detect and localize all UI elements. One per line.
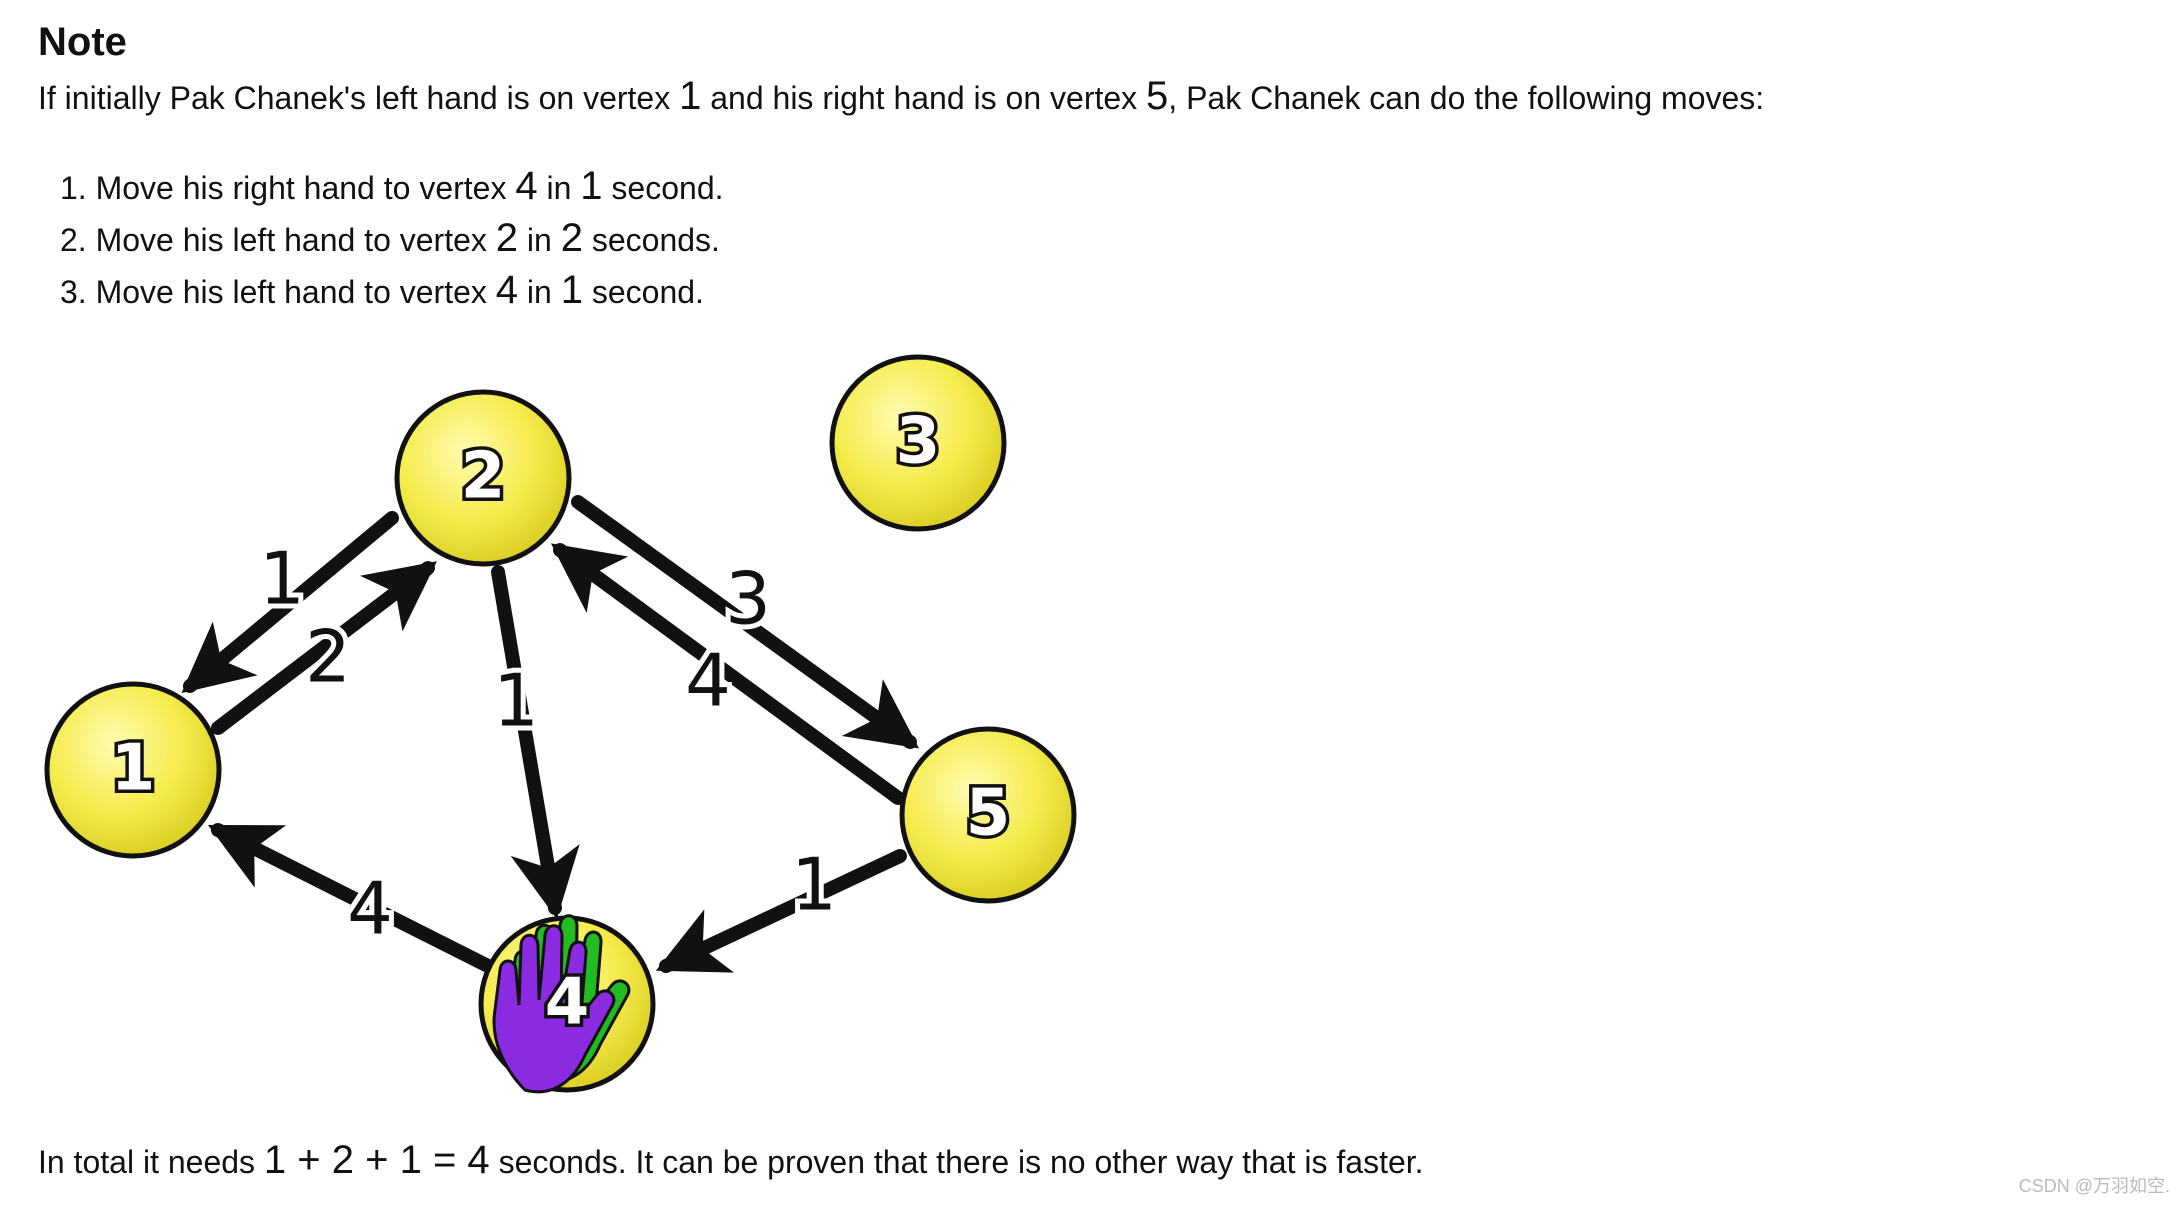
edge-label-5-2: 4	[685, 639, 731, 723]
note-heading: Note	[38, 20, 127, 64]
node-label-3: 3	[896, 405, 941, 479]
intro-text-1: If initially Pak Chanek's left hand is o…	[38, 80, 680, 116]
edge-4-to-1	[207, 823, 495, 973]
move-text: 2. Move his left hand to vertex	[60, 222, 496, 258]
edge-label-2-1: 1	[259, 537, 305, 621]
edge-label-2-4: 1	[493, 659, 539, 743]
node-label-5: 5	[966, 777, 1011, 851]
move-item: 2. Move his left hand to vertex 2 in 2 s…	[60, 212, 724, 264]
move-text: second.	[582, 274, 704, 310]
edge-label-4-1: 4	[347, 867, 393, 951]
move-vertex: 4	[515, 164, 538, 208]
conclusion-text: In total it needs 1 + 2 + 1 = 4 seconds.…	[38, 1138, 1424, 1183]
conclusion-text-2: seconds. It can be proven that there is …	[489, 1144, 1424, 1180]
move-text: second.	[602, 170, 724, 206]
edge-label-1-2: 2	[305, 615, 351, 699]
move-time: 1	[560, 268, 583, 312]
watermark: CSDN @万羽如空.	[2018, 1176, 2170, 1196]
intro-text-3: , Pak Chanek can do the following moves:	[1168, 80, 1765, 116]
move-item: 1. Move his right hand to vertex 4 in 1 …	[60, 160, 724, 212]
move-text: in	[518, 274, 561, 310]
edge-5-to-2	[550, 543, 905, 805]
move-vertex: 2	[495, 216, 519, 260]
edge-label-2-5: 3	[725, 557, 771, 641]
move-item: 3. Move his left hand to vertex 4 in 1 s…	[60, 264, 724, 316]
conclusion-equation: 1 + 2 + 1 = 4	[263, 1138, 490, 1182]
edge-1-to-2	[211, 561, 437, 735]
move-time: 1	[580, 164, 603, 208]
intro-vertex-left: 1	[679, 74, 702, 118]
move-text: in	[537, 170, 581, 206]
node-label-2: 2	[461, 440, 506, 514]
node-label-1: 1	[111, 732, 156, 806]
edge-2-to-5	[571, 495, 920, 749]
node-5	[899, 726, 1077, 904]
move-text: in	[518, 222, 561, 258]
move-text: 3. Move his left hand to vertex	[60, 274, 496, 310]
move-vertex: 4	[495, 268, 519, 312]
edge-label-5-4: 1	[791, 843, 837, 927]
intro-vertex-right: 5	[1146, 74, 1169, 118]
edge-2-to-4	[491, 565, 580, 920]
node-label-4: 4	[545, 966, 590, 1040]
move-text: 1. Move his right hand to vertex	[60, 170, 516, 206]
intro-text-2: and his right hand is on vertex	[701, 80, 1147, 116]
node-2	[394, 389, 572, 567]
intro-text: If initially Pak Chanek's left hand is o…	[38, 74, 1764, 119]
hand-icon	[492, 914, 631, 1094]
moves-list: 1. Move his right hand to vertex 4 in 1 …	[60, 160, 724, 316]
conclusion-text-1: In total it needs	[38, 1144, 264, 1180]
edge-5-to-4	[655, 849, 907, 973]
move-time: 2	[560, 216, 583, 260]
move-text: seconds.	[582, 222, 720, 258]
node-3	[829, 354, 1007, 532]
graph-diagram: 1 2 1 3 4 4 1 1 2 3 4 5	[44, 354, 1077, 1094]
node-1	[44, 681, 222, 859]
edge-2-to-1	[181, 511, 399, 694]
